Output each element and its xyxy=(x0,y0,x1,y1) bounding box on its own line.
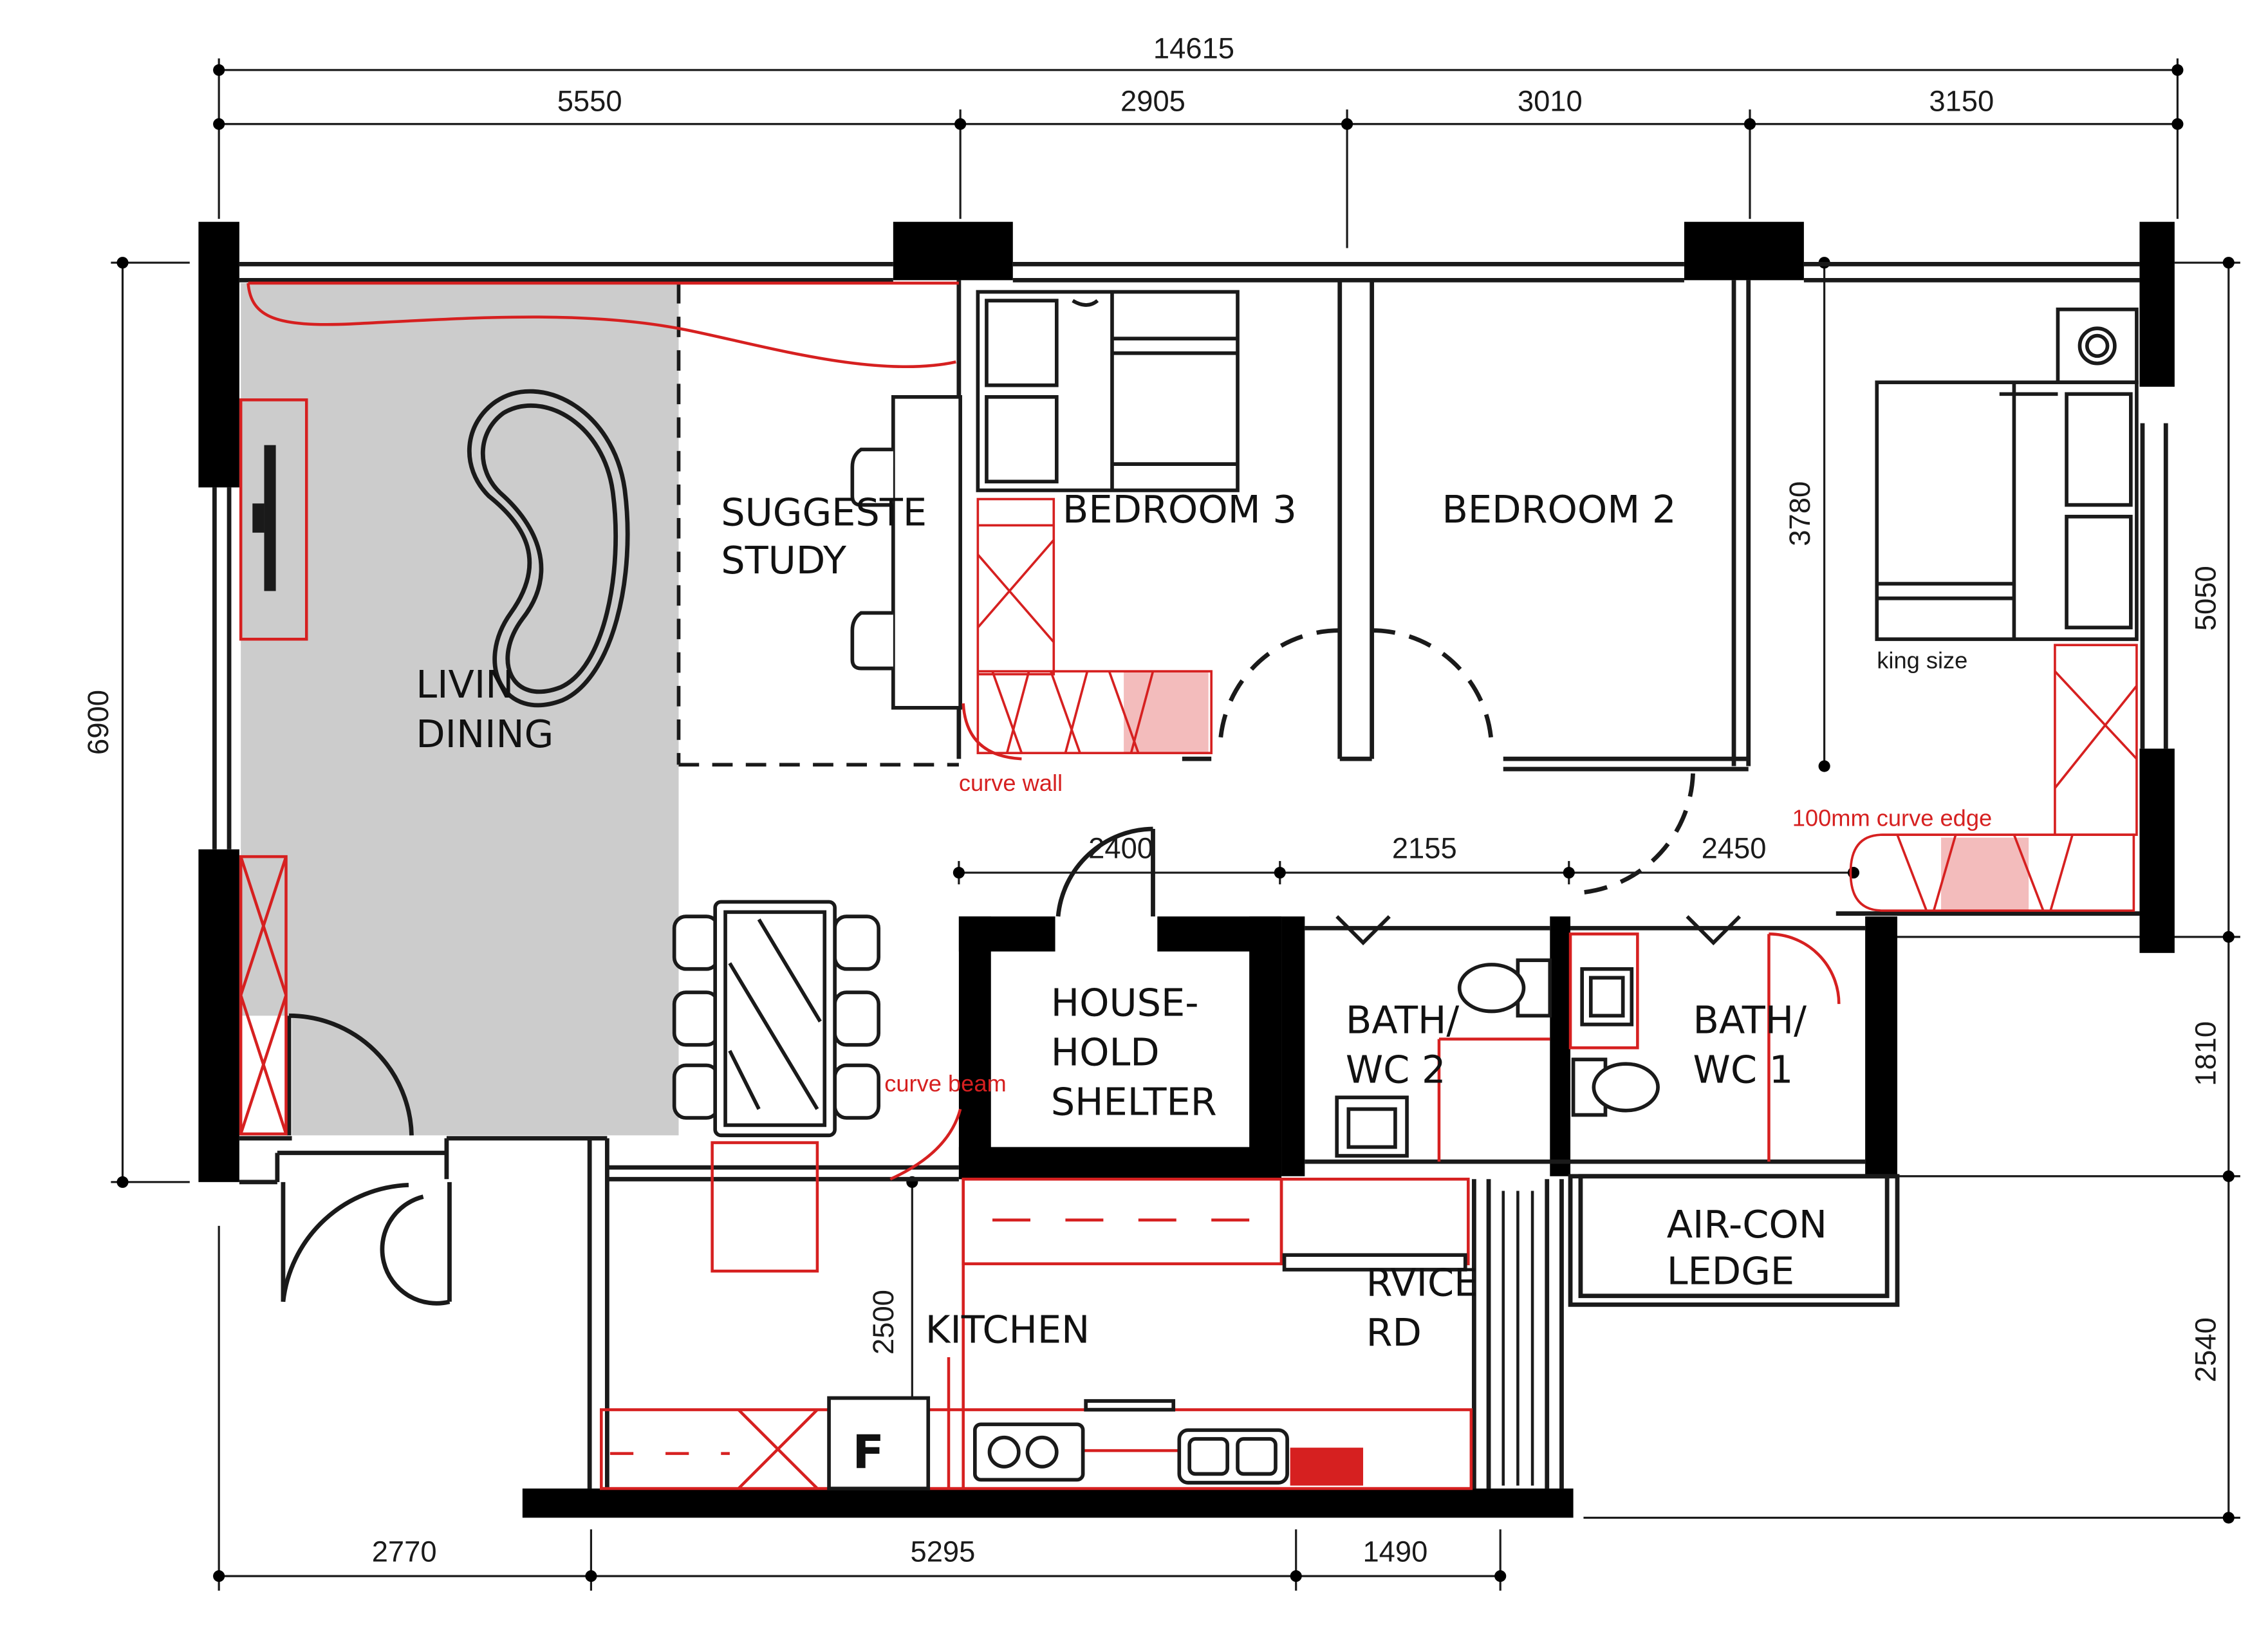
dim-left: 6900 xyxy=(82,690,115,755)
dim-right-1: 5050 xyxy=(2189,566,2222,631)
dim-kitchen-depth: 2500 xyxy=(867,1290,900,1355)
wardrobe-bedroom1-fill xyxy=(1941,837,2029,911)
kitchen-red-block xyxy=(1290,1447,1364,1486)
label-bath1-line2: WC 1 xyxy=(1693,1048,1794,1092)
label-shelter-line2: HOLD xyxy=(1051,1030,1160,1074)
label-bath2-line1: BATH/ xyxy=(1346,998,1460,1043)
label-aircon-line1: AIR-CON xyxy=(1667,1202,1827,1247)
label-shelter-line1: HOUSE- xyxy=(1051,980,1199,1025)
dim-interior-2: 2155 xyxy=(1392,831,1457,864)
label-bedroom3: BEDROOM 3 xyxy=(1063,487,1297,532)
service-yard-grille xyxy=(1501,1191,1534,1486)
label-bath2-line2: WC 2 xyxy=(1346,1048,1446,1092)
label-kitchen: KITCHEN xyxy=(925,1307,1090,1351)
dim-bottom-3: 1490 xyxy=(1362,1535,1427,1568)
label-aircon-line2: LEDGE xyxy=(1667,1249,1794,1294)
sofa xyxy=(467,389,630,708)
annotations: king size curve wall curve beam 100mm cu… xyxy=(884,647,1992,1097)
label-fridge: F xyxy=(852,1425,884,1479)
doors xyxy=(281,826,1155,1306)
dim-top-3: 3010 xyxy=(1518,84,1583,117)
living-dining-highlight xyxy=(241,283,679,1136)
annotation-curve-edge: 100mm curve edge xyxy=(1792,805,1992,831)
kitchen-appliances xyxy=(827,1253,1467,1490)
dim-top-2: 2905 xyxy=(1120,84,1185,117)
dim-right-3: 2540 xyxy=(2189,1317,2222,1382)
label-living-line2: DINING xyxy=(416,712,553,756)
label-service-line2: RD xyxy=(1366,1310,1422,1355)
label-service-line1: RVICE xyxy=(1366,1261,1478,1305)
dining-table xyxy=(672,900,880,1138)
label-shelter-line3: SHELTER xyxy=(1051,1080,1217,1124)
tv-console xyxy=(239,398,308,641)
dim-bottom-2: 5295 xyxy=(910,1535,975,1568)
wardrobe-bedroom3 xyxy=(976,497,1213,754)
dim-interior-1: 2400 xyxy=(1088,831,1153,864)
label-living-line1: LIVIN xyxy=(416,662,514,707)
dimension-labels: 14615 5550 2905 3010 3150 2400 2155 2450… xyxy=(82,32,2222,1568)
dim-bedroom1-depth: 3780 xyxy=(1783,481,1816,546)
dimension-lines xyxy=(111,58,2240,1591)
annotation-curve-beam: curve beam xyxy=(884,1070,1006,1097)
study-boundary xyxy=(676,283,959,767)
bed-bedroom1 xyxy=(1875,307,2139,642)
dim-top-1: 5550 xyxy=(557,84,622,117)
dim-top-4: 3150 xyxy=(1929,84,1994,117)
doors-dashed xyxy=(1218,628,1695,896)
label-study-line1: SUGGESTE xyxy=(721,490,927,534)
dim-overall-width: 14615 xyxy=(1153,32,1234,65)
study-desk xyxy=(850,394,962,710)
label-study-line2: STUDY xyxy=(721,538,847,582)
curtain-curve xyxy=(246,283,956,369)
curve-wall-line xyxy=(962,703,1022,761)
bed-bedroom3 xyxy=(976,290,1240,492)
room-labels: LIVIN DINING SUGGESTE STUDY BEDROOM 3 BE… xyxy=(416,487,1827,1479)
dim-interior-3: 2450 xyxy=(1702,831,1767,864)
wardrobe-bedroom3-fill xyxy=(1124,671,1209,754)
island-counter xyxy=(711,1141,819,1273)
dim-bottom-1: 2770 xyxy=(372,1535,437,1568)
annotation-curve-wall: curve wall xyxy=(959,770,1063,796)
bath-red-lines xyxy=(1437,932,1841,1162)
structural-walls xyxy=(198,221,2175,1518)
shoe-cabinet xyxy=(239,855,288,1136)
wardrobe-bedroom1 xyxy=(1849,644,2138,912)
bath1-fixtures xyxy=(1571,915,1742,1117)
label-bedroom2: BEDROOM 2 xyxy=(1442,487,1676,532)
dim-right-2: 1810 xyxy=(2189,1021,2222,1086)
kitchen-counter xyxy=(600,1108,1473,1490)
label-bath1-line1: BATH/ xyxy=(1693,998,1807,1043)
bath2-fixtures xyxy=(1335,915,1552,1158)
annotation-king-size: king size xyxy=(1877,647,1967,674)
